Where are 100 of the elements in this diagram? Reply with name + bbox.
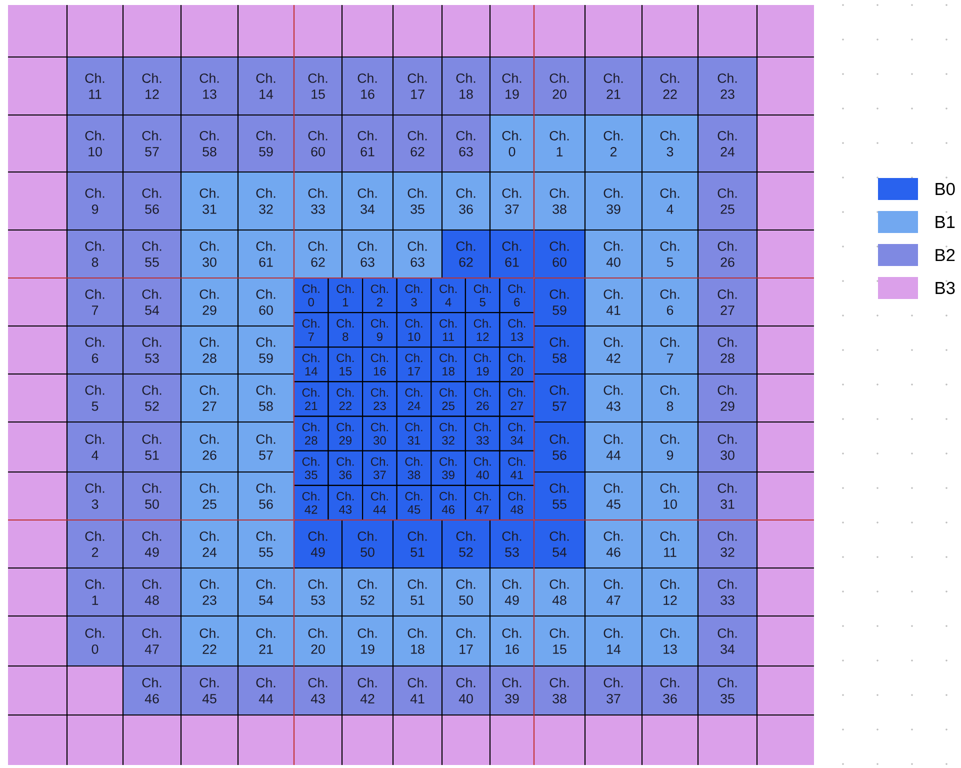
channel-cell: Ch. 49	[122, 519, 182, 569]
channel-cell: Ch. 14	[237, 56, 295, 116]
channel-cell: Ch. 27	[697, 277, 758, 327]
channel-cell: Ch. 7	[641, 325, 699, 375]
channel-cell: Ch. 54	[122, 277, 182, 327]
channel-cell: Ch. 26	[697, 229, 758, 279]
channel-cell: Ch. 31	[180, 171, 239, 231]
channel-cell: Ch. 7	[293, 312, 329, 348]
channel-cell: Ch. 23	[180, 567, 239, 617]
channel-cell: Ch. 60	[237, 277, 295, 327]
channel-cell: Ch. 61	[489, 229, 535, 279]
channel-cell: Ch. 48	[533, 567, 586, 617]
channel-cell: Ch. 16	[362, 346, 398, 382]
channel-cell: Ch. 30	[362, 416, 398, 452]
channel-cell: Ch. 56	[122, 171, 182, 231]
channel-cell: Ch. 48	[122, 567, 182, 617]
channel-cell: Ch. 47	[122, 615, 182, 667]
channel-cell: Ch. 17	[392, 56, 443, 116]
channel-cell: Ch. 18	[441, 56, 491, 116]
channel-cell: Ch. 13	[641, 615, 699, 667]
channel-cell: Ch. 19	[489, 56, 535, 116]
channel-cell: Ch. 12	[464, 312, 500, 348]
channel-cell: Ch. 62	[293, 229, 343, 279]
channel-cell: Ch. 41	[499, 450, 535, 486]
channel-cell: Ch. 25	[697, 171, 758, 231]
channel-cell: Ch. 51	[392, 519, 443, 569]
channel-cell: Ch. 2	[66, 519, 124, 569]
channel-cell: Ch. 62	[441, 229, 491, 279]
channel-cell: Ch. 2	[362, 277, 398, 314]
channel-cell: Ch. 10	[396, 312, 432, 348]
channel-cell: Ch. 38	[533, 665, 586, 716]
channel-cell: Ch. 8	[641, 373, 699, 423]
channel-cell: Ch. 39	[489, 665, 535, 716]
channel-cell: Ch. 51	[392, 567, 443, 617]
channel-cell: Ch. 1	[533, 114, 586, 173]
channel-cell: Ch. 0	[489, 114, 535, 173]
channel-cell: Ch. 44	[584, 421, 643, 473]
channel-cell: Ch. 29	[328, 416, 364, 452]
channel-cell: Ch. 54	[237, 567, 295, 617]
channel-cell: Ch. 14	[293, 346, 329, 382]
channel-cell: Ch. 25	[180, 471, 239, 521]
channel-cell: Ch. 53	[122, 325, 182, 375]
channel-cell: Ch. 12	[122, 56, 182, 116]
channel-cell: Ch. 28	[293, 416, 329, 452]
channel-cell: Ch. 59	[237, 114, 295, 173]
channel-cell: Ch. 39	[584, 171, 643, 231]
channel-cell: Ch. 5	[66, 373, 124, 423]
channel-cell: Ch. 29	[180, 277, 239, 327]
channel-cell: Ch. 7	[66, 277, 124, 327]
channel-cell: Ch. 36	[641, 665, 699, 716]
channel-cell: Ch. 53	[293, 567, 343, 617]
channel-cell: Ch. 36	[441, 171, 491, 231]
channel-cell: Ch. 21	[293, 381, 329, 417]
channel-cell: Ch. 16	[489, 615, 535, 667]
channel-cell: Ch. 37	[489, 171, 535, 231]
channel-cell: Ch. 38	[396, 450, 432, 486]
channel-cell: Ch. 3	[641, 114, 699, 173]
channel-cell: Ch. 10	[66, 114, 124, 173]
channel-cell: Ch. 44	[362, 484, 398, 521]
channel-cell: Ch. 8	[328, 312, 364, 348]
channel-cell: Ch. 35	[697, 665, 758, 716]
channel-cell: Ch. 53	[489, 519, 535, 569]
channel-cell: Ch. 21	[584, 56, 643, 116]
channel-cell: Ch. 11	[641, 519, 699, 569]
channel-cell: Ch. 32	[430, 416, 466, 452]
channel-cell: Ch. 24	[396, 381, 432, 417]
channel-cell: Ch. 28	[697, 325, 758, 375]
channel-cell: Ch. 20	[293, 615, 343, 667]
channel-cell: Ch. 17	[396, 346, 432, 382]
channel-cell: Ch. 16	[341, 56, 394, 116]
channel-cell: Ch. 15	[293, 56, 343, 116]
channel-cell: Ch. 52	[441, 519, 491, 569]
channel-cell: Ch. 6	[499, 277, 535, 314]
channel-cell: Ch. 55	[237, 519, 295, 569]
channel-cell: Ch. 18	[392, 615, 443, 667]
channel-cell: Ch. 22	[180, 615, 239, 667]
channel-cell: Ch. 35	[392, 171, 443, 231]
channel-cell: Ch. 18	[430, 346, 466, 382]
channel-cell: Ch. 31	[396, 416, 432, 452]
channel-cell: Ch. 60	[293, 114, 343, 173]
channel-cell: Ch. 13	[180, 56, 239, 116]
channel-cell: Ch. 27	[499, 381, 535, 417]
channel-cell: Ch. 40	[464, 450, 500, 486]
channel-cell: Ch. 5	[464, 277, 500, 314]
channel-cell: Ch. 20	[499, 346, 535, 382]
channel-cell: Ch. 21	[237, 615, 295, 667]
channel-cell: Ch. 63	[341, 229, 394, 279]
channel-cell: Ch. 48	[499, 484, 535, 521]
channel-cell: Ch. 42	[293, 484, 329, 521]
channel-cell: Ch. 41	[584, 277, 643, 327]
channel-cell: Ch. 14	[584, 615, 643, 667]
channel-cell: Ch. 11	[66, 56, 124, 116]
channel-cell: Ch. 52	[122, 373, 182, 423]
channel-cell: Ch. 43	[328, 484, 364, 521]
channel-cell: Ch. 45	[180, 665, 239, 716]
channel-cell: Ch. 15	[533, 615, 586, 667]
channel-cell: Ch. 31	[697, 471, 758, 521]
channel-cell: Ch. 47	[464, 484, 500, 521]
channel-cell: Ch. 45	[396, 484, 432, 521]
channel-cell: Ch. 26	[180, 421, 239, 473]
